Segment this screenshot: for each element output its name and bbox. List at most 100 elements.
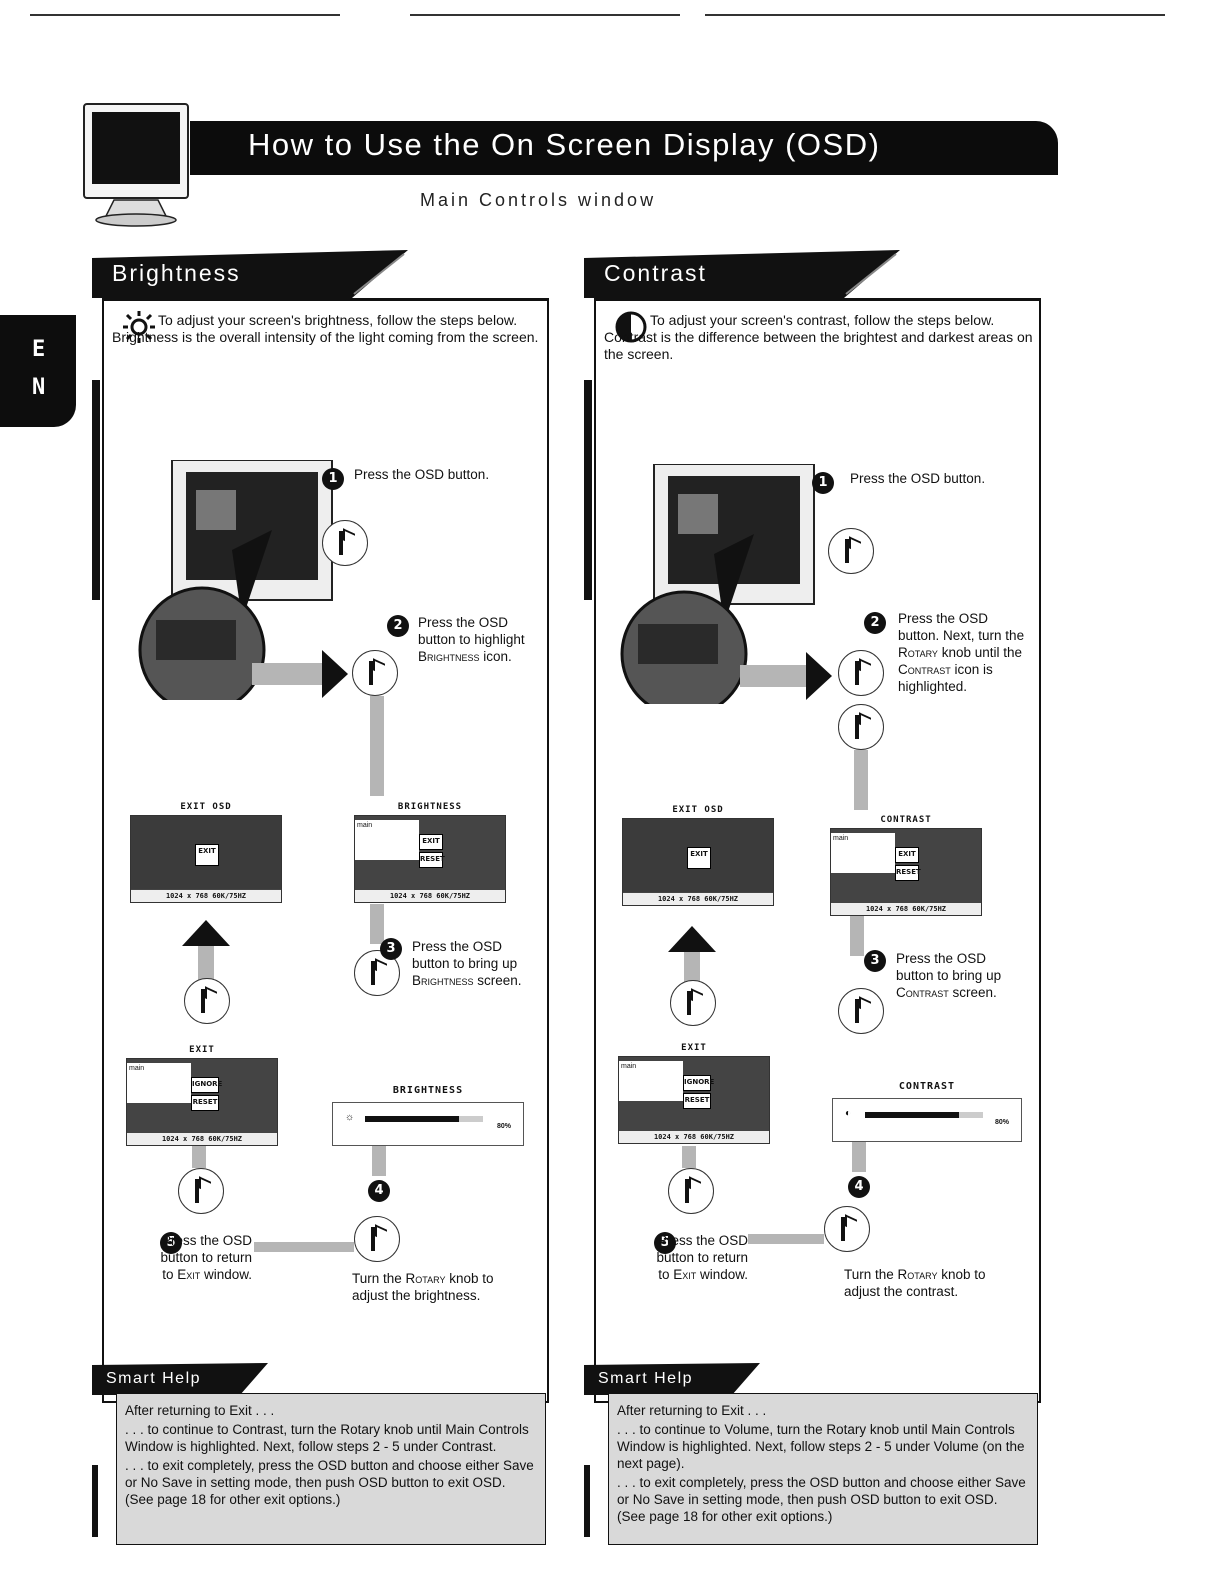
step-text: Press the OSD button to return to Exit w… [656, 1233, 748, 1282]
osd-main-menu: main [831, 833, 895, 873]
smart-help-content: After returning to Exit . . . . . . to c… [116, 1393, 546, 1545]
panel-heading-label: Brightness [112, 260, 241, 286]
arrow-right-icon [322, 650, 348, 698]
step-number: 1 [322, 468, 344, 490]
brightness-panel: Brightness To adjust your screen's brigh… [92, 250, 556, 1550]
brightness-slider-screen: BRIGHTNESS ☼ 80% [332, 1085, 524, 1146]
panel-heading: Contrast [584, 250, 900, 298]
step-number: 5 [654, 1232, 676, 1254]
smart-help-box: Smart Help After returning to Exit . . .… [92, 1355, 552, 1545]
step-text: Press the OSD button. Next, turn the Rot… [898, 611, 1025, 694]
osd-menu-screen: BRIGHTNESS main EXIT RESET 1024 x 768 60… [354, 802, 506, 903]
monitor-zoom-illustration [620, 464, 815, 704]
gray-connector [682, 1146, 696, 1168]
panel-heading: Brightness [92, 250, 408, 298]
smart-help-line: After returning to Exit . . . [617, 1403, 767, 1418]
hand-press-icon [668, 1168, 714, 1214]
language-letter: E [32, 337, 46, 362]
step-text: Press the OSD button to return to Exit w… [160, 1233, 252, 1282]
step-number: 2 [864, 612, 886, 634]
panel-intro: To adjust your screen's brightness, foll… [112, 312, 539, 345]
step-text: Press the OSD button to highlight Bright… [418, 615, 525, 664]
step-number: 3 [864, 950, 886, 972]
sun-icon [122, 310, 156, 344]
language-tab: E N [0, 315, 76, 427]
smart-help-line: . . . to continue to Contrast, turn the … [125, 1422, 529, 1454]
panel-intro: To adjust your screen's contrast, follow… [604, 312, 1033, 362]
frame-accent [584, 1465, 590, 1537]
hand-press-icon [352, 650, 398, 696]
top-rule-left [30, 14, 340, 16]
step-number: 2 [387, 615, 409, 637]
contrast-icon: ◐ [845, 1108, 852, 1119]
step-text: Press the OSD button to bring up Brightn… [412, 939, 522, 988]
smart-help-line: After returning to Exit . . . [125, 1403, 275, 1418]
rotary-knob-icon [838, 704, 884, 750]
smart-help-heading: Smart Help [584, 1363, 764, 1395]
smart-help-content: After returning to Exit . . . . . . to c… [608, 1393, 1038, 1545]
step-number: 1 [812, 472, 834, 494]
osd-menu-screen: CONTRAST main EXIT RESET 1024 x 768 60K/… [830, 815, 982, 916]
gray-connector [192, 1146, 206, 1168]
osd-exit-osd-screen: EXIT OSD EXIT 1024 x 768 60K/75HZ [130, 802, 282, 903]
frame-accent [92, 380, 100, 600]
arrow-up-icon [182, 920, 230, 946]
page-title: How to Use the On Screen Display (OSD) [248, 127, 881, 162]
osd-exit-osd-screen: EXIT OSD EXIT 1024 x 768 60K/75HZ [622, 805, 774, 906]
rotary-knob-icon [824, 1206, 870, 1252]
smart-help-line: . . . to exit completely, press the OSD … [617, 1475, 1026, 1524]
hand-press-icon [184, 978, 230, 1024]
step-text: Press the OSD button. [354, 467, 490, 482]
monitor-illustration-icon [80, 100, 192, 228]
hand-press-icon [838, 650, 884, 696]
top-rule-right [705, 14, 1165, 16]
slider-track [365, 1116, 483, 1122]
hand-press-icon [322, 520, 368, 566]
step-number: 3 [380, 938, 402, 960]
gray-connector [372, 1146, 386, 1176]
gray-connector [854, 750, 868, 810]
step-text: Press the OSD button to bring up Contras… [896, 951, 1002, 1000]
hand-press-icon [670, 980, 716, 1026]
sun-icon: ☼ [345, 1112, 355, 1123]
step-number: 4 [368, 1180, 390, 1202]
osd-main-menu: main [127, 1063, 191, 1103]
hand-press-icon [828, 528, 874, 574]
osd-main-menu: main [355, 820, 419, 860]
arrow-right-icon [806, 652, 832, 700]
gray-connector [252, 663, 322, 685]
language-letter: N [32, 375, 46, 400]
smart-help-line: . . . to continue to Volume, turn the Ro… [617, 1422, 1025, 1471]
gray-connector [850, 916, 864, 956]
top-rule-middle [410, 14, 680, 16]
contrast-panel: Contrast To adjust your screen's contras… [584, 250, 1048, 1550]
step-number: 5 [160, 1232, 182, 1254]
gray-connector [254, 1242, 354, 1252]
step-text: Turn the Rotary knob to adjust the contr… [844, 1267, 986, 1299]
gray-connector [852, 1142, 866, 1172]
hand-press-icon [838, 988, 884, 1034]
page-title-banner: How to Use the On Screen Display (OSD) [190, 121, 1058, 175]
smart-help-box: Smart Help After returning to Exit . . .… [584, 1355, 1044, 1545]
frame-accent [92, 1465, 98, 1537]
osd-exit-screen: EXIT main IGNORE RESET 1024 x 768 60K/75… [126, 1045, 278, 1146]
step-number: 4 [848, 1176, 870, 1198]
arrow-up-icon [668, 926, 716, 952]
slider-fill [865, 1112, 960, 1118]
gray-connector [370, 696, 384, 796]
smart-help-line: . . . to exit completely, press the OSD … [125, 1458, 534, 1507]
slider-fill [365, 1116, 460, 1122]
contrast-icon [614, 310, 648, 344]
gray-connector [370, 904, 384, 944]
hand-press-icon [178, 1168, 224, 1214]
panel-heading-label: Contrast [604, 260, 707, 286]
step-text: Turn the Rotary knob to adjust the brigh… [352, 1271, 494, 1303]
osd-exit-screen: EXIT main IGNORE RESET 1024 x 768 60K/75… [618, 1043, 770, 1144]
step-text: Press the OSD button. [850, 471, 986, 486]
contrast-slider-screen: CONTRAST ◐ 80% [832, 1081, 1022, 1142]
page-subtitle: Main Controls window [420, 190, 657, 210]
gray-connector [740, 665, 806, 687]
monitor-zoom-illustration [138, 460, 333, 700]
smart-help-heading: Smart Help [92, 1363, 272, 1395]
gray-connector [748, 1234, 824, 1244]
